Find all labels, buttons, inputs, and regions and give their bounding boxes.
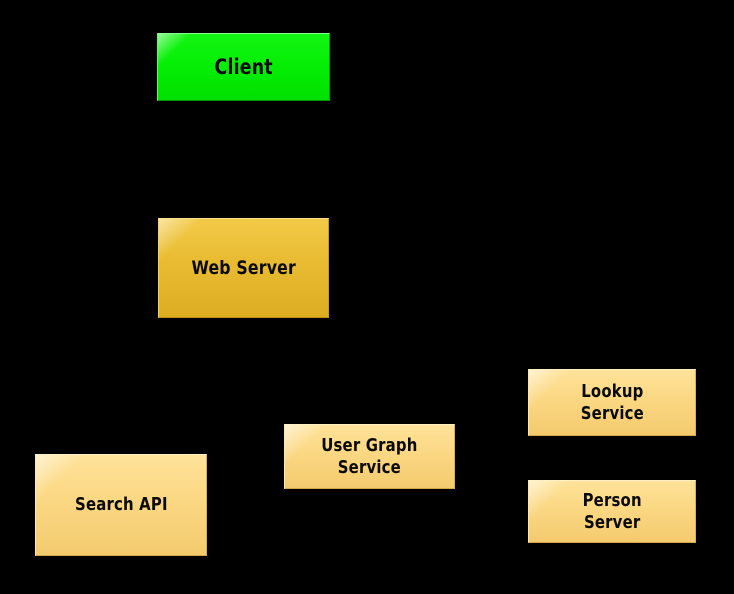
diagram-node-search-api[interactable]: Search API [35,454,207,556]
diagram-node-label: User Graph Service [321,435,418,478]
diagram-node-lookup-service[interactable]: Lookup Service [528,369,696,436]
diagram-node-web-server[interactable]: Web Server [158,218,329,318]
diagram-node-label: Client [214,54,273,79]
diagram-node-label: Web Server [191,256,296,279]
diagram-node-label: Search API [74,494,168,516]
diagram-node-user-graph-service[interactable]: User Graph Service [284,424,455,489]
diagram-node-person-server[interactable]: Person Server [528,480,696,543]
diagram-node-label: Lookup Service [580,381,644,424]
diagram-node-client[interactable]: Client [157,33,330,101]
diagram-node-label: Person Server [582,490,642,533]
